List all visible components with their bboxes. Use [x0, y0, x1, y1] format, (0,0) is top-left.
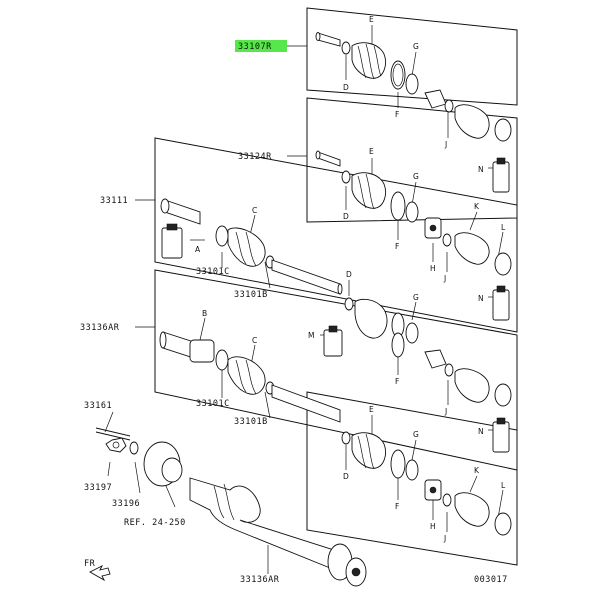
part-number-labels: 33107R 33124R 33111 33101C 33101B 33136A…: [80, 40, 508, 585]
lower-assembly: [95, 427, 367, 587]
label-33124R[interactable]: 33124R: [238, 152, 272, 162]
label-33101C-a[interactable]: 33101C: [196, 267, 230, 277]
box2-parts: [315, 150, 512, 276]
box1-parts: [315, 32, 512, 142]
letter-box4-J: J: [444, 407, 447, 416]
letter-box1-D: D: [343, 83, 349, 92]
letter-box5-G: G: [413, 430, 419, 439]
label-33136AR-left[interactable]: 33136AR: [80, 323, 120, 333]
label-fr: FR: [84, 559, 96, 569]
letter-box2-H: H: [430, 264, 436, 273]
diagram-code: 003017: [474, 575, 508, 585]
letter-box5-K: K: [474, 466, 480, 475]
letter-box3-D: D: [346, 270, 352, 279]
front-direction-arrow: [89, 564, 111, 582]
letter-box2-F: F: [395, 242, 399, 251]
letter-box1-E: E: [369, 15, 374, 24]
letter-box5-L: L: [501, 481, 506, 490]
letter-box3-N: N: [478, 294, 484, 303]
letter-box5-H: H: [430, 522, 436, 531]
letter-box1-J: J: [444, 140, 447, 149]
letter-box2-J: J: [443, 274, 446, 283]
letter-box5-D: D: [343, 472, 349, 481]
letter-box5-F: F: [395, 502, 399, 511]
box3-parts: [160, 198, 510, 344]
part-letter-callouts: E D G F J E D G F N K L H J C A D G N B …: [195, 15, 506, 543]
letter-box5-E: E: [369, 405, 374, 414]
letter-box2-N: N: [478, 165, 484, 174]
letter-box2-D: D: [343, 212, 349, 221]
letter-box1-G: G: [413, 42, 419, 51]
letter-box3-A: A: [195, 245, 201, 254]
highlight-33107R: [235, 40, 287, 52]
letter-box4-F: F: [395, 377, 399, 386]
label-33197[interactable]: 33197: [84, 483, 112, 493]
letter-box4-N: N: [478, 427, 484, 436]
label-33136AR-bottom[interactable]: 33136AR: [240, 575, 280, 585]
label-33161[interactable]: 33161: [84, 401, 112, 411]
letter-box4-M: M: [308, 331, 314, 340]
box5-parts: [341, 431, 512, 536]
label-33107R[interactable]: 33107R: [238, 42, 272, 52]
letter-box4-C: C: [252, 336, 257, 345]
letter-box2-E: E: [369, 147, 374, 156]
letter-box1-F: F: [395, 110, 399, 119]
label-33196[interactable]: 33196: [112, 499, 140, 509]
label-33101B-a[interactable]: 33101B: [234, 290, 268, 300]
box4-parts: [159, 325, 512, 453]
leader-lines: [104, 25, 504, 574]
letter-box3-G: G: [413, 293, 419, 302]
label-33101B-b[interactable]: 33101B: [234, 417, 268, 427]
letter-box4-B: B: [202, 309, 207, 318]
letter-box2-L: L: [501, 223, 506, 232]
letter-box3-C: C: [252, 206, 257, 215]
letter-box2-K: K: [474, 202, 480, 211]
letter-box5-J: J: [443, 534, 446, 543]
label-33101C-b[interactable]: 33101C: [196, 399, 230, 409]
letter-box2-G: G: [413, 172, 419, 181]
label-33111[interactable]: 33111: [100, 196, 128, 206]
label-ref[interactable]: REF. 24-250: [124, 518, 186, 528]
